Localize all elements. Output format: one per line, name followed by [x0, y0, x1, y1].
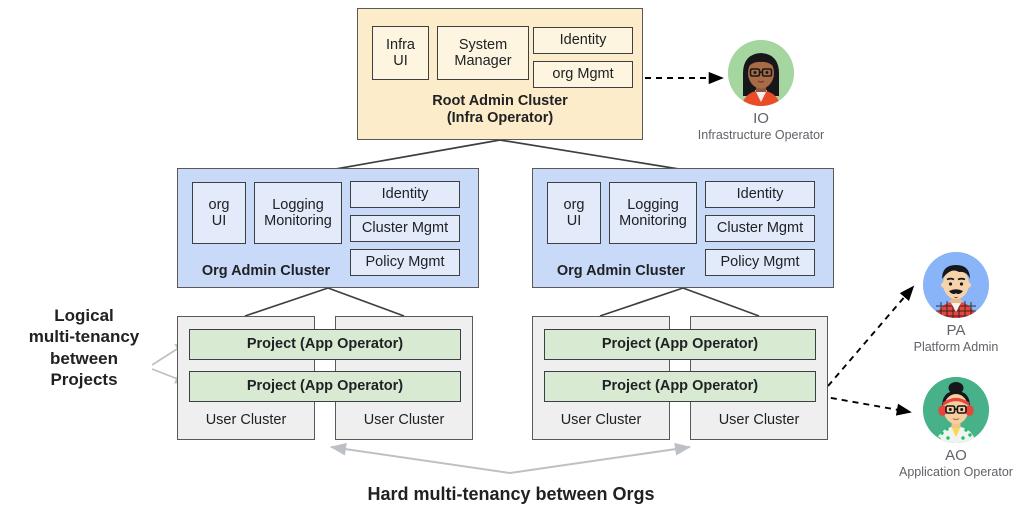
org2-component-identity-label: Identity: [736, 186, 784, 203]
root-component-system-manager-label: System Manager: [454, 36, 512, 69]
user-cluster-2b-label: User Cluster: [718, 412, 800, 428]
connector-org1-to-userclusters: [244, 287, 405, 317]
org2-component-cluster-mgmt[interactable]: Cluster Mgmt: [705, 215, 815, 242]
persona-ao-code: AO: [945, 447, 967, 464]
persona-ao-role: Application Operator: [899, 465, 1013, 479]
root-component-org-mgmt-label: org Mgmt: [552, 66, 614, 83]
org2-component-policy-mgmt[interactable]: Policy Mgmt: [705, 249, 815, 276]
org1-component-cluster-mgmt[interactable]: Cluster Mgmt: [350, 215, 460, 242]
project-1-top-label: Project (App Operator): [246, 336, 404, 353]
persona-pa[interactable]: PA Platform Admin: [881, 252, 1022, 354]
org1-component-policy-mgmt-label: Policy Mgmt: [365, 254, 445, 271]
woman-glasses-avatar: [728, 40, 794, 106]
user-cluster-2a-label: User Cluster: [560, 412, 642, 428]
project-1-bottom[interactable]: Project (App Operator): [189, 371, 461, 402]
root-component-identity[interactable]: Identity: [533, 27, 633, 54]
org1-component-org-ui-label: org UI: [208, 196, 230, 229]
man-mustache-avatar: [923, 252, 989, 318]
root-component-system-manager[interactable]: System Manager: [437, 26, 529, 80]
org2-component-cluster-mgmt-label: Cluster Mgmt: [716, 220, 804, 237]
user-cluster-1a-label: User Cluster: [205, 412, 287, 428]
root-admin-cluster-title: Root Admin Cluster (Infra Operator): [432, 93, 568, 127]
project-1-top[interactable]: Project (App Operator): [189, 329, 461, 360]
org1-component-policy-mgmt[interactable]: Policy Mgmt: [350, 249, 460, 276]
root-component-infra-ui-label: Infra UI: [385, 36, 415, 69]
org1-component-identity-label: Identity: [381, 186, 429, 203]
org1-component-cluster-mgmt-label: Cluster Mgmt: [361, 220, 449, 237]
persona-ao[interactable]: AO Application Operator: [881, 377, 1022, 479]
project-2-bottom-label: Project (App Operator): [601, 378, 759, 395]
org1-component-logging-monitoring[interactable]: Logging Monitoring: [254, 182, 342, 244]
root-component-identity-label: Identity: [559, 32, 607, 49]
org2-component-org-ui[interactable]: org UI: [547, 182, 601, 244]
persona-pa-code: PA: [946, 322, 966, 339]
hard-multitenancy-label: Hard multi-tenancy between Orgs: [367, 484, 655, 504]
project-2-bottom[interactable]: Project (App Operator): [544, 371, 816, 402]
org2-component-logging-monitoring[interactable]: Logging Monitoring: [609, 182, 697, 244]
connector-org2-to-userclusters: [599, 287, 760, 317]
persona-io-role: Infrastructure Operator: [697, 128, 825, 142]
project-2-top-label: Project (App Operator): [601, 336, 759, 353]
root-component-org-mgmt[interactable]: org Mgmt: [533, 61, 633, 88]
project-2-top[interactable]: Project (App Operator): [544, 329, 816, 360]
org2-component-logging-monitoring-label: Logging Monitoring: [619, 196, 687, 229]
org1-component-logging-monitoring-label: Logging Monitoring: [264, 196, 332, 229]
org2-component-identity[interactable]: Identity: [705, 181, 815, 208]
persona-io[interactable]: IO Infrastructure Operator: [686, 40, 836, 142]
root-component-infra-ui[interactable]: Infra UI: [372, 26, 429, 80]
org1-component-identity[interactable]: Identity: [350, 181, 460, 208]
org2-component-org-ui-label: org UI: [563, 196, 585, 229]
org-admin-cluster-1-title: Org Admin Cluster: [201, 263, 331, 279]
woman-headphones-avatar: [923, 377, 989, 443]
project-1-bottom-label: Project (App Operator): [246, 378, 404, 395]
org2-component-policy-mgmt-label: Policy Mgmt: [720, 254, 800, 271]
connector-root-to-orgs: [329, 139, 686, 171]
org1-component-org-ui[interactable]: org UI: [192, 182, 246, 244]
logical-multitenancy-label: Logical multi-tenancy between Projects: [28, 306, 140, 389]
user-cluster-1b-label: User Cluster: [363, 412, 445, 428]
persona-pa-role: Platform Admin: [913, 340, 999, 354]
org-admin-cluster-2-title: Org Admin Cluster: [556, 263, 686, 279]
persona-io-code: IO: [753, 110, 769, 127]
arrow-hard-multitenancy: [330, 442, 691, 475]
